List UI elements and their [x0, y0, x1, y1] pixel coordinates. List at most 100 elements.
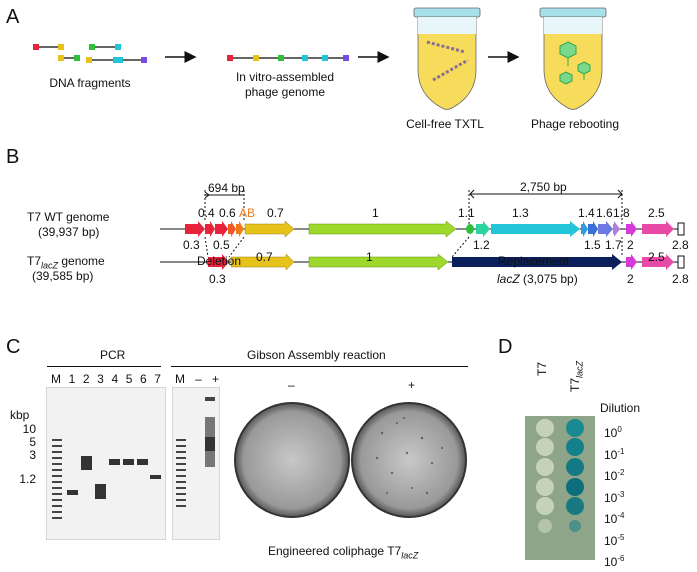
ladder-marks: 10 5 3 1.2 — [19, 422, 36, 486]
pcr-rule — [47, 366, 161, 367]
panel-b-genome-map — [160, 189, 685, 271]
wt-genome-size: (39,937 bp) — [38, 225, 100, 239]
spot-plate — [525, 416, 595, 560]
label-wt-1: 1 — [372, 206, 379, 220]
plate-minus — [234, 402, 350, 518]
plates — [234, 402, 467, 518]
panel-label-c: C — [6, 336, 21, 358]
dilution-0: 100 — [604, 425, 622, 440]
deletion-label: Deletion — [197, 254, 242, 268]
panel-label-a: A — [6, 6, 20, 28]
plaques — [375, 417, 443, 495]
panel-a-schematic — [33, 7, 607, 110]
mut-genome-size: (39,585 bp) — [32, 269, 94, 283]
wt-gene-0.6 — [228, 221, 236, 237]
assembled-genome-icon — [227, 55, 349, 61]
gibson-label: Gibson Assembly reaction — [247, 348, 386, 362]
wt-gene-0.4 — [205, 221, 215, 237]
rebooting-tube-icon — [539, 7, 607, 110]
dna-fragments-icon — [33, 44, 147, 63]
wt-gene-0.7 — [244, 220, 295, 238]
step-dna-fragments: DNA fragments — [49, 76, 131, 90]
wt-gene-1.7 — [613, 221, 620, 237]
label-mut-2.8: 2.8 — [672, 272, 689, 286]
label-mut-2: 2 — [627, 272, 634, 286]
label-wt-1.4: 1.4 — [578, 206, 595, 220]
label-wt-1.6: 1.6 — [596, 206, 613, 220]
dilution-6: 10-6 — [604, 554, 625, 569]
gibson-rule — [171, 366, 468, 367]
wt-gene-1.4 — [581, 221, 588, 237]
wt-gene-0.3 — [185, 221, 205, 237]
label-wt-1.1: 1.1 — [458, 206, 475, 220]
wt-genome-name: T7 WT genome — [27, 210, 110, 224]
label-mut-0.7: 0.7 — [256, 250, 273, 264]
label-wt-0.7: 0.7 — [267, 206, 284, 220]
step-rebooting: Phage rebooting — [530, 117, 620, 131]
gibson-gel — [172, 387, 220, 540]
label-lacz: lacZ (3,075 bp) — [497, 272, 578, 286]
step-txtl: Cell-free TXTL — [406, 117, 484, 131]
col-t7lacz-label: T7lacZ — [568, 360, 585, 392]
plate-plus — [351, 402, 467, 518]
label-wt-2: 2 — [627, 238, 634, 252]
plates-caption: Engineered coliphage T7lacZ — [268, 544, 419, 561]
step-assembled-line2: phage genome — [244, 85, 326, 99]
label-wt-2.5: 2.5 — [648, 206, 665, 220]
label-wt-0.4: 0.4 — [198, 206, 215, 220]
label-wt-0.5: 0.5 — [213, 238, 230, 252]
plate-plus-label: + — [408, 378, 416, 392]
label-wt-ab: AB — [239, 206, 256, 220]
label-mut-0.3: 0.3 — [209, 272, 226, 286]
wt-gene-2 — [626, 221, 637, 237]
label-wt-2.8: 2.8 — [672, 238, 689, 252]
pcr-gel — [46, 387, 166, 540]
step-assembled-line1: In vitro-assembled — [235, 70, 335, 84]
label-wt-1.8: 1.8 — [613, 206, 630, 220]
label-wt-1.5: 1.5 — [584, 238, 601, 252]
dilution-list: 100 10-1 10-2 10-3 10-4 10-5 10-6 — [604, 421, 624, 572]
kbp-label: kbp — [10, 408, 30, 422]
label-wt-0.6: 0.6 — [219, 206, 236, 220]
replacement-label: Replacement — [498, 254, 569, 268]
wt-gene-1.2 — [476, 221, 490, 237]
txtl-tube-icon — [413, 7, 481, 110]
dilution-5: 10-5 — [604, 532, 625, 548]
mut-gene-0.3 — [208, 254, 229, 270]
mut-gene-0.7 — [230, 253, 295, 271]
mut-gene-lacz — [452, 254, 622, 270]
pcr-label: PCR — [100, 348, 126, 362]
wt-gene-1.3 — [491, 221, 580, 237]
mut-gene-2 — [626, 254, 637, 270]
dilution-1: 10-1 — [604, 446, 625, 462]
t7-spots — [536, 419, 554, 533]
wt-gene-ab — [236, 221, 244, 237]
t7lacz-spots — [566, 419, 584, 532]
wt-gene-0.5 — [215, 221, 228, 237]
wt-gene-1.1 — [466, 224, 474, 234]
wt-gene-2.5 — [642, 221, 674, 237]
wt-gene-1 — [308, 220, 457, 238]
panel-label-d: D — [498, 336, 513, 358]
bracket-2750: 2,750 bp — [520, 180, 567, 194]
dilution-4: 10-4 — [604, 511, 625, 526]
dilution-title: Dilution — [600, 401, 641, 415]
dilution-3: 10-3 — [604, 489, 625, 505]
dilution-2: 10-2 — [604, 468, 625, 483]
label-wt-1.2: 1.2 — [473, 238, 490, 252]
label-wt-0.3: 0.3 — [183, 238, 200, 252]
col-t7-label: T7 — [535, 361, 549, 376]
mut-gene-2.5 — [642, 254, 674, 270]
label-wt-1.3: 1.3 — [512, 206, 529, 220]
wt-gene-1.6 — [598, 221, 613, 237]
label-mut-2.5: 2.5 — [648, 250, 665, 264]
label-wt-1.7: 1.7 — [605, 238, 622, 252]
bracket-694: 694 bp — [208, 181, 245, 195]
mut-gene-1 — [308, 253, 449, 271]
plate-minus-label: – — [288, 378, 295, 392]
label-mut-1: 1 — [366, 250, 373, 264]
panel-label-b: B — [6, 146, 20, 168]
wt-gene-1.5 — [588, 221, 598, 237]
gibson-lane-labels: M–+ — [175, 372, 219, 386]
